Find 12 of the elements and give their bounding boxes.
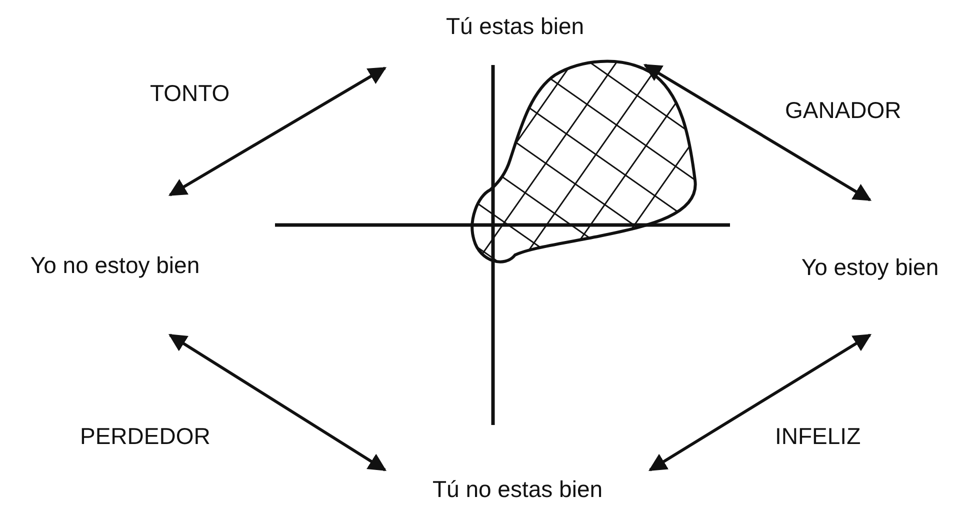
double-arrow: [643, 64, 872, 202]
quadrant-label: TONTO: [150, 80, 230, 107]
double-arrow: [648, 334, 872, 472]
node-label: Yo estoy bien: [801, 254, 939, 281]
quadrant-label: INFELIZ: [775, 423, 861, 450]
node-label: Tú no estas bien: [432, 476, 603, 503]
node-label: Yo no estoy bien: [30, 252, 200, 278]
quadrant-label: PERDEDOR: [80, 423, 210, 450]
double-arrow: [168, 66, 387, 196]
node-label: Tú estas bien: [446, 13, 584, 40]
double-arrow: [168, 334, 387, 472]
quadrant-label: GANADOR: [785, 97, 902, 124]
